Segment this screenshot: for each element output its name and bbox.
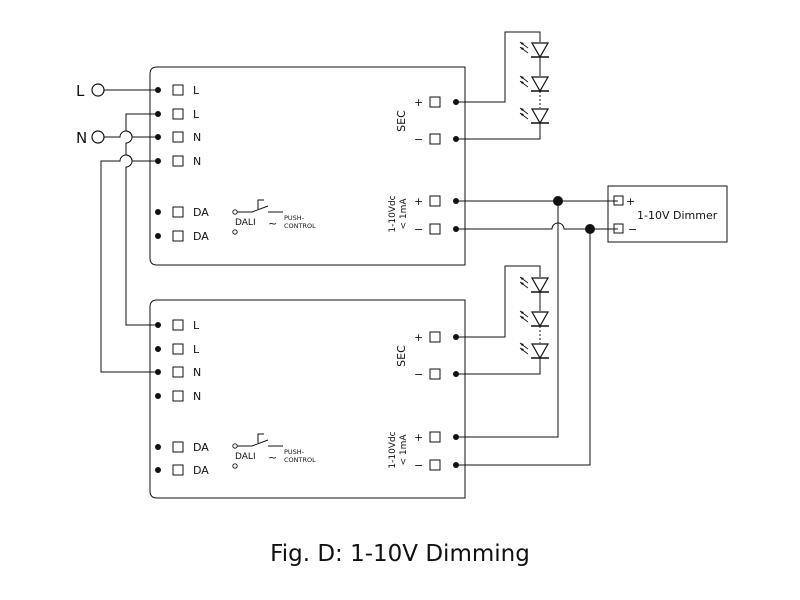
led-icon	[519, 276, 550, 293]
dimmer-box	[607, 185, 728, 243]
dali-label: DALI	[235, 218, 256, 228]
led-string-2	[456, 265, 550, 375]
led-icon	[519, 107, 550, 124]
tilde-symbol: ~	[268, 451, 277, 464]
dim-label: 1-10Vdc	[388, 431, 398, 468]
terminal-label: L	[193, 108, 200, 121]
mains-wiring	[100, 89, 158, 373]
terminal-label: DA	[193, 441, 209, 454]
push-control-label: CONTROL	[284, 222, 316, 230]
terminal-label: DA	[193, 464, 209, 477]
terminal-label: N	[193, 390, 201, 403]
driver-2: L L N N DA DA DALI ~ PUSH- CONTROL SEC	[149, 299, 466, 499]
driver-1: L L N N DA DA DALI ~ PUSH- CONTROL	[149, 66, 466, 266]
led-icon	[519, 310, 550, 327]
sec-label: SEC	[395, 110, 408, 132]
dimmer-label: 1-10V Dimmer	[637, 209, 718, 222]
terminal-label: DA	[193, 206, 209, 219]
terminal-label: N	[193, 155, 201, 168]
dim-label: < 1mA	[399, 434, 409, 466]
minus-symbol: −	[628, 223, 637, 236]
terminal-label: L	[193, 343, 200, 356]
terminal-label: L	[193, 84, 200, 97]
input-l-label: L	[76, 82, 85, 100]
dim-label: 1-10Vdc	[388, 195, 398, 232]
led-icon	[519, 41, 550, 58]
figure-caption: Fig. D: 1-10V Dimming	[270, 541, 530, 567]
dim-label: < 1mA	[399, 198, 409, 230]
driver-1-dali-switch: DALI ~ PUSH- CONTROL	[232, 199, 316, 235]
led-string-1	[456, 31, 550, 140]
input-n-label: N	[76, 129, 87, 147]
driver-2-housing	[149, 299, 466, 499]
driver-2-terminals-left: L L N N DA DA	[155, 319, 209, 477]
push-control-label: PUSH-	[284, 214, 305, 222]
terminal-label: N	[193, 131, 201, 144]
push-control-label: CONTROL	[284, 456, 316, 464]
driver-2-terminals-right: SEC + − 1-10Vdc < 1mA + −	[388, 331, 459, 472]
minus-symbol: −	[414, 133, 423, 146]
dali-label: DALI	[235, 452, 256, 462]
input-n-terminal	[91, 130, 105, 144]
tilde-symbol: ~	[268, 217, 277, 230]
plus-symbol: +	[414, 331, 423, 344]
driver-2-dali-switch: DALI ~ PUSH- CONTROL	[232, 433, 316, 469]
plus-symbol: +	[414, 431, 423, 444]
minus-symbol: −	[414, 459, 423, 472]
minus-symbol: −	[414, 368, 423, 381]
terminal-label: N	[193, 366, 201, 379]
input-l-terminal	[91, 83, 105, 97]
led-icon	[519, 75, 550, 92]
dimmer: + − 1-10V Dimmer	[607, 185, 728, 243]
plus-symbol: +	[414, 195, 423, 208]
push-control-label: PUSH-	[284, 448, 305, 456]
plus-symbol: +	[414, 96, 423, 109]
driver-1-terminals-left: L L N N DA DA	[155, 84, 209, 243]
driver-1-housing	[149, 66, 466, 266]
plus-symbol: +	[626, 195, 635, 208]
terminal-label: DA	[193, 230, 209, 243]
minus-symbol: −	[414, 223, 423, 236]
sec-label: SEC	[395, 345, 408, 367]
dimmer-wiring	[456, 196, 618, 466]
led-icon	[519, 342, 550, 359]
terminal-label: L	[193, 319, 200, 332]
driver-1-terminals-right: SEC + − 1-10Vdc < 1mA + −	[388, 96, 459, 236]
